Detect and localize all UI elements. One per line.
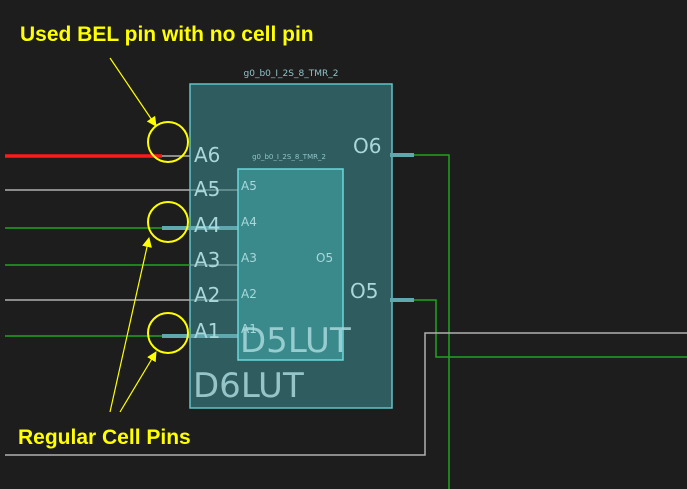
- inner-pin-a5: A5: [241, 179, 257, 193]
- annotation-regular-cell-pins: Regular Cell Pins: [18, 426, 191, 449]
- inner-pin-a1: A1: [241, 322, 257, 336]
- arrow-cell-pin-a4: [109, 237, 152, 413]
- outer-pin-a5: A5: [194, 177, 220, 201]
- d5lut-label: D5LUT: [240, 321, 351, 361]
- outer-pin-a6: A6: [194, 143, 220, 167]
- outer-pin-a4: A4: [194, 213, 220, 237]
- arrow-used-bel-pin: [109, 57, 157, 127]
- inner-pin-o5: O5: [316, 251, 333, 265]
- inner-pin-a4: A4: [241, 215, 257, 229]
- inner-pin-a3: A3: [241, 251, 257, 265]
- highlight-circle-a1: [147, 312, 189, 354]
- wire-o6[interactable]: [414, 154, 450, 489]
- outer-pin-o5: O5: [350, 279, 378, 303]
- d5lut-cell[interactable]: [237, 168, 344, 361]
- annotation-used-bel-pin: Used BEL pin with no cell pin: [20, 23, 314, 46]
- wire-bypass[interactable]: [5, 332, 687, 456]
- outer-pin-a3: A3: [194, 248, 220, 272]
- outer-instance-name: g0_b0_I_2S_8_TMR_2: [244, 69, 339, 79]
- inner-pin-a2: A2: [241, 287, 257, 301]
- outer-pin-a1: A1: [194, 319, 220, 343]
- wire-o5[interactable]: [414, 299, 687, 358]
- outer-pin-a2: A2: [194, 283, 220, 307]
- arrow-cell-pin-a1: [119, 351, 157, 413]
- inner-instance-name: g0_b0_I_2S_8_TMR_2: [252, 153, 326, 161]
- highlight-circle-a6: [147, 121, 189, 163]
- highlight-circle-a4: [147, 201, 189, 243]
- d6lut-label: D6LUT: [193, 366, 304, 406]
- outer-pin-o6: O6: [353, 134, 381, 158]
